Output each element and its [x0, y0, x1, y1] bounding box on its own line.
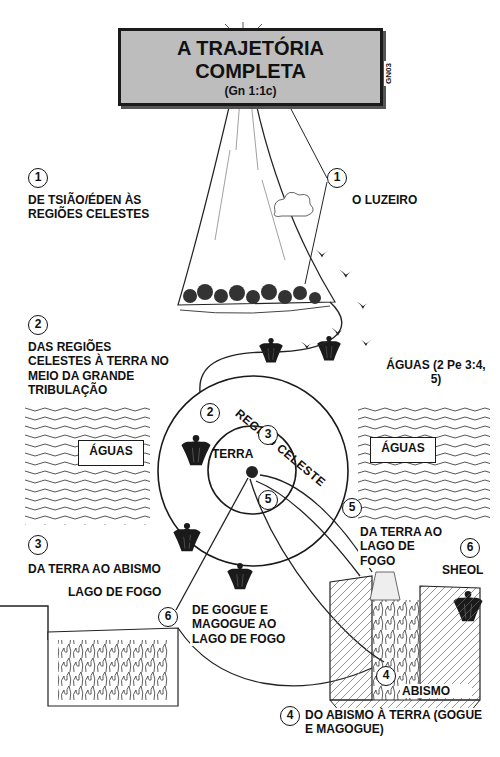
- node-subtext: (Gn 1:1c): [151, 85, 351, 99]
- annotation: DO ABISMO À TERRA (GOGUE E MAGOGUE): [303, 708, 495, 737]
- circle-outline: [207, 425, 297, 515]
- annotation: ÁGUAS (2 Pe 3:4, 5): [380, 358, 492, 387]
- annotation: SHEOL: [440, 563, 490, 577]
- annotation: O LUZEIRO: [350, 193, 460, 207]
- annotation: DA TERRA AO LAGO DE FOGO: [358, 525, 453, 568]
- callout-number: 3: [28, 535, 48, 555]
- annotation: DE TSIÃO/ÉDEN ÀS REGIÕES CELESTES: [26, 193, 176, 222]
- callout-number: 2: [200, 403, 220, 423]
- node-text: A TRAJETÓRIA COMPLETA: [161, 37, 341, 83]
- callout-number: 4: [280, 706, 300, 726]
- callout-number: 4: [376, 666, 396, 686]
- node-text: TERRA: [212, 448, 253, 462]
- figure-code: GN03: [384, 61, 394, 86]
- region-circle: REGIÃO CELESTETERRA: [157, 375, 349, 567]
- callout-number: 3: [258, 425, 278, 445]
- circle-outline: [157, 375, 349, 567]
- node-text: ÁGUAS: [79, 445, 143, 459]
- earth-circle: TERRA: [207, 425, 297, 515]
- annotation: DE GOGUE E MAGOGUE AO LAGO DE FOGO: [190, 603, 292, 646]
- annotation: ABISMO: [400, 684, 472, 698]
- water-box: ÁGUAS: [370, 437, 436, 463]
- callout-number: 2: [28, 315, 48, 335]
- annotation: LAGO DE FOGO: [66, 585, 176, 599]
- water-box: ÁGUAS: [78, 440, 144, 466]
- annotation: DAS REGIÕES CELESTES À TERRA NO MEIO DA …: [26, 340, 178, 398]
- node-text: ÁGUAS: [371, 442, 435, 456]
- title-box: A TRAJETÓRIA COMPLETA (Gn 1:1c): [118, 28, 383, 106]
- callout-number: 1: [327, 168, 347, 188]
- callout-number: 1: [28, 168, 48, 188]
- callout-number: 5: [258, 490, 278, 510]
- callout-number: 5: [342, 498, 362, 518]
- annotation: DA TERRA AO ABISMO: [26, 562, 186, 576]
- callout-number: 6: [158, 607, 178, 627]
- callout-number: 6: [460, 538, 480, 558]
